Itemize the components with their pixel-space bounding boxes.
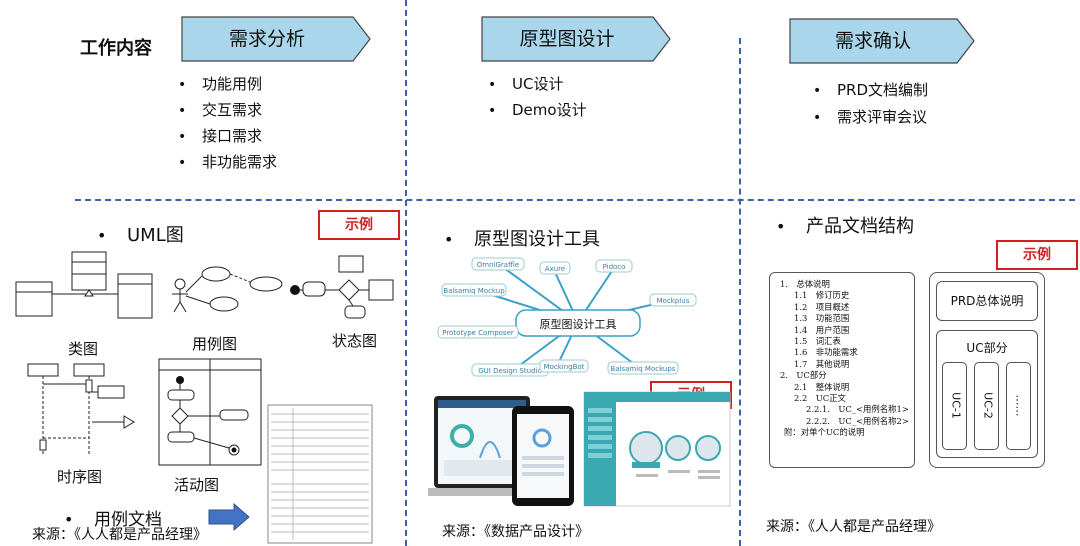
tool-label: Pidoco [603, 263, 626, 271]
stage1-item: •交互需求 [178, 101, 263, 119]
toc-line: 1.7 其他说明 [794, 358, 850, 369]
uc-item-box: …… [1006, 362, 1031, 450]
caption-usecase-diagram: 用例图 [192, 335, 238, 353]
caption-sequence-diagram: 时序图 [57, 468, 103, 486]
toc-line: 1.1 修订历史 [794, 290, 850, 301]
toc-line: 1. 总体说明 [780, 279, 830, 289]
divider-horizontal [75, 199, 1075, 201]
source-middle: 来源：《数据产品设计》 [442, 524, 589, 540]
work-content-label: 工作内容 [80, 38, 152, 59]
uc-section-title: UC部分 [966, 341, 1008, 355]
toc-line: 2.2.2. UC_<用例名称2> [806, 415, 909, 426]
toc-line: 2.1 整体说明 [794, 381, 850, 392]
stage-title: 需求分析 [228, 28, 305, 50]
caption-activity-diagram: 活动图 [174, 476, 220, 494]
device-mockups-image [428, 391, 731, 507]
source-left: 来源：《人人都是产品经理》 [32, 527, 207, 543]
state-diagram-thumbnail [290, 255, 394, 319]
caption-state-diagram: 状态图 [332, 332, 378, 350]
class-diagram-thumbnail [15, 251, 153, 319]
toc-line: 1.6 非功能需求 [794, 347, 858, 358]
tool-label: Balsamiq Mockups [611, 365, 676, 373]
caption-class-diagram: 类图 [68, 340, 99, 358]
tool-label: OmniGraffle [477, 261, 519, 269]
prototype-tools-mindmap: 原型图设计工具 OmniGraffle Axure Pidoco Balsami… [437, 257, 697, 377]
divider-vertical-2 [739, 38, 741, 546]
arrow-shape [481, 16, 671, 62]
tool-label: Axure [545, 265, 565, 273]
stage3-item: •PRD文档编制 [813, 81, 929, 99]
tool-label: Balsamiq Mockup [443, 287, 505, 295]
stage1-item: •功能用例 [178, 75, 263, 93]
activity-diagram-thumbnail [158, 358, 262, 466]
example-tag-right: 示例 [996, 240, 1078, 270]
uc-item-box: UC-2 [974, 362, 999, 450]
toc-line: 1.3 功能范围 [794, 313, 850, 324]
usecase-diagram-thumbnail [172, 266, 283, 313]
uc-item-box: UC-1 [942, 362, 967, 450]
divider-vertical-1 [405, 0, 407, 546]
toc-line: 1.5 词汇表 [794, 336, 841, 347]
prd-overview-box: PRD总体说明 [936, 281, 1038, 321]
tool-label: Mockplus [657, 297, 690, 305]
stage-arrow-prototype-design: 原型图设计 [481, 16, 671, 62]
toc-line: 2. UC部分 [780, 370, 827, 381]
arrow-shape [789, 18, 975, 64]
toc-line: 1.4 用户范围 [794, 324, 850, 335]
toc-line: 2.2 UC正文 [794, 393, 846, 404]
uml-heading: •UML图 [97, 225, 184, 246]
stage1-item: •非功能需求 [178, 153, 278, 171]
stage-arrow-requirements-confirm: 需求确认 [789, 18, 975, 64]
right-arrow-icon [208, 503, 250, 531]
toc-line: 1.2 项目概述 [794, 301, 850, 312]
sequence-diagram-thumbnail [27, 363, 135, 456]
stage-title: 原型图设计 [519, 28, 615, 50]
stage2-item: •UC设计 [488, 75, 564, 93]
usecase-document-thumbnail [267, 404, 373, 544]
tool-label: Prototype Composer [442, 329, 514, 337]
uc-item-label: …… [1013, 394, 1027, 417]
uc-item-label: UC-1 [949, 392, 963, 419]
stage-arrow-requirements-analysis: 需求分析 [181, 16, 371, 62]
mindmap-center-label: 原型图设计工具 [540, 317, 617, 331]
product-doc-structure-heading: •产品文档结构 [776, 216, 914, 237]
usecase-doc-heading: •用例文档 [64, 510, 162, 530]
uc-item-label: UC-2 [981, 392, 995, 419]
example-tag-left: 示例 [318, 210, 400, 240]
arrow-shape [181, 16, 371, 62]
stage-title: 需求确认 [834, 30, 911, 52]
stage1-item: •接口需求 [178, 127, 263, 145]
toc-line: 附：对单个UC的说明 [784, 427, 865, 438]
tool-label: MockingBot [544, 363, 585, 371]
source-right: 来源：《人人都是产品经理》 [766, 519, 941, 535]
stage2-item: •Demo设计 [488, 101, 587, 119]
toc-line: 2.2.1. UC_<用例名称1> [806, 404, 909, 415]
tool-label: GUI Design Studio [478, 367, 542, 375]
prd-toc-box: 1. 总体说明 1.1 修订历史 1.2 项目概述 1.3 功能范围 1.4 用… [769, 272, 915, 468]
prototype-tools-heading: •原型图设计工具 [444, 229, 600, 250]
stage3-item: •需求评审会议 [813, 108, 928, 126]
